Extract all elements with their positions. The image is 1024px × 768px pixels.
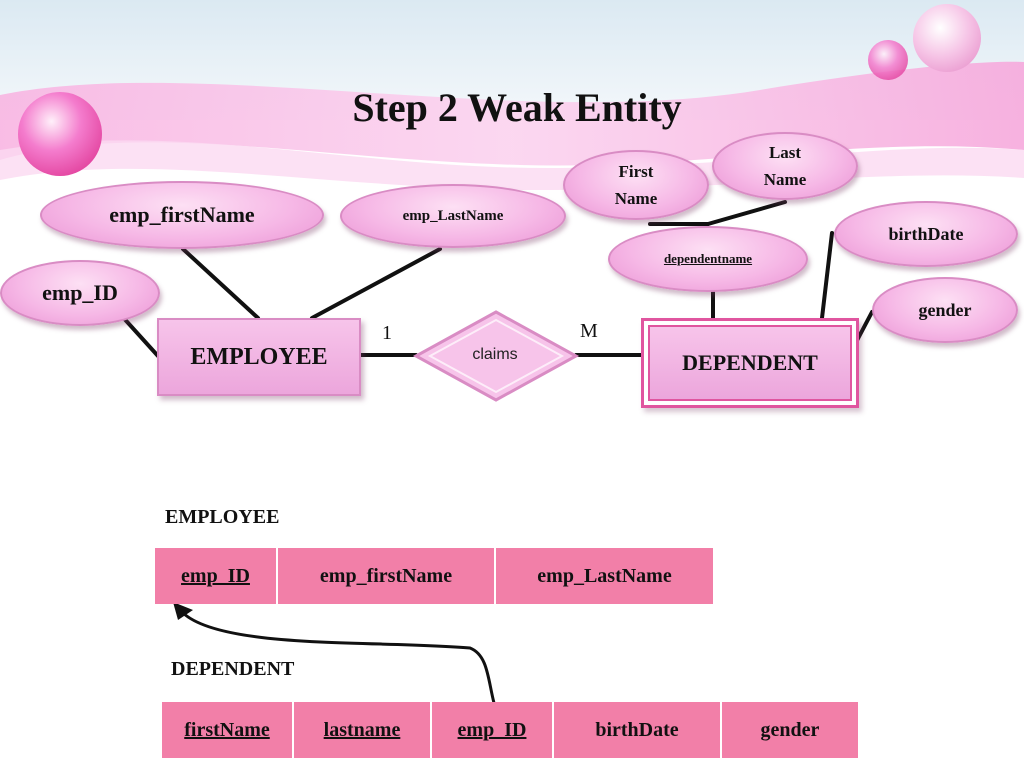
entity-employee-label: EMPLOYEE bbox=[190, 343, 328, 370]
line-lastname-depname bbox=[706, 200, 787, 226]
decor-bubble-right bbox=[913, 4, 981, 72]
relationship-claims-label: claims bbox=[472, 346, 518, 363]
table-employee-col-firstname-label: emp_firstName bbox=[319, 564, 453, 587]
attr-dep-firstname-line1: First bbox=[618, 161, 654, 181]
table-employee-col-lastname: emp_LastName bbox=[496, 548, 713, 604]
table-dependent-col-gender: gender bbox=[722, 702, 858, 758]
table-employee-col-lastname-label: emp_LastName bbox=[537, 564, 672, 587]
attr-emp-id-label: emp_ID bbox=[42, 280, 118, 306]
cardinality-one: 1 bbox=[382, 322, 392, 344]
attr-dep-gender-label: gender bbox=[918, 299, 972, 320]
attr-dep-firstname: First Name bbox=[563, 150, 709, 220]
entity-dependent-inner: DEPENDENT bbox=[648, 325, 852, 401]
attr-dep-firstname-line2: Name bbox=[614, 189, 658, 208]
slide-title: Step 2 Weak Entity bbox=[352, 85, 682, 130]
table-dependent-col-empid-label: emp_ID bbox=[457, 718, 527, 741]
attr-dep-dependentname: dependentname bbox=[608, 226, 808, 292]
line-birthdate-dependent bbox=[820, 231, 834, 320]
table-dependent: firstName lastname emp_ID birthDate gend… bbox=[162, 702, 858, 758]
table-dependent-col-lastname: lastname bbox=[294, 702, 432, 758]
line-firstname-employee bbox=[181, 247, 260, 320]
table-dependent-col-empid: emp_ID bbox=[432, 702, 554, 758]
attr-emp-lastname-label: emp_LastName bbox=[402, 208, 504, 224]
entity-employee: EMPLOYEE bbox=[157, 318, 361, 396]
entity-dependent-label: DEPENDENT bbox=[682, 350, 818, 375]
table-dependent-col-gender-label: gender bbox=[760, 718, 820, 741]
table-dependent-col-firstname-label: firstName bbox=[184, 718, 270, 741]
table-dependent-title: DEPENDENT bbox=[171, 658, 295, 680]
attr-dep-lastname-line2: Name bbox=[763, 170, 807, 189]
attr-emp-firstname-label: emp_firstName bbox=[109, 202, 255, 228]
foreign-key-arrow bbox=[180, 610, 496, 704]
table-employee-col-empid: emp_ID bbox=[155, 548, 278, 604]
table-dependent-col-firstname: firstName bbox=[162, 702, 294, 758]
table-dependent-col-birthdate-label: birthDate bbox=[595, 718, 679, 741]
attr-dep-lastname-line1: Last bbox=[768, 142, 802, 162]
attr-dep-dependentname-label: dependentname bbox=[663, 250, 753, 266]
table-employee-col-empid-label: emp_ID bbox=[181, 564, 250, 587]
claims-diamond-inner bbox=[427, 318, 565, 394]
attr-emp-lastname: emp_LastName bbox=[340, 184, 566, 248]
table-employee-col-firstname: emp_firstName bbox=[278, 548, 496, 604]
decor-bubble-small bbox=[868, 40, 908, 80]
cardinality-many: M bbox=[580, 320, 598, 342]
table-dependent-col-birthdate: birthDate bbox=[554, 702, 722, 758]
claims-relationship-diamond bbox=[412, 310, 580, 402]
attr-emp-id: emp_ID bbox=[0, 260, 160, 326]
attr-dep-lastname: Last Name bbox=[712, 132, 858, 200]
decor-bubble-large bbox=[18, 92, 102, 176]
attr-emp-firstname: emp_firstName bbox=[40, 181, 324, 249]
attr-dep-gender: gender bbox=[872, 277, 1018, 343]
foreign-key-arrowhead bbox=[173, 602, 193, 620]
line-lastname-employee bbox=[310, 247, 442, 320]
table-dependent-col-lastname-label: lastname bbox=[323, 718, 401, 741]
attr-dep-birthdate: birthDate bbox=[834, 201, 1018, 267]
line-empid-employee bbox=[118, 312, 160, 358]
attr-dep-birthdate-label: birthDate bbox=[888, 223, 964, 244]
table-employee-title: EMPLOYEE bbox=[165, 506, 280, 528]
entity-dependent-weak: DEPENDENT bbox=[641, 318, 859, 408]
table-employee: emp_ID emp_firstName emp_LastName bbox=[155, 548, 713, 604]
